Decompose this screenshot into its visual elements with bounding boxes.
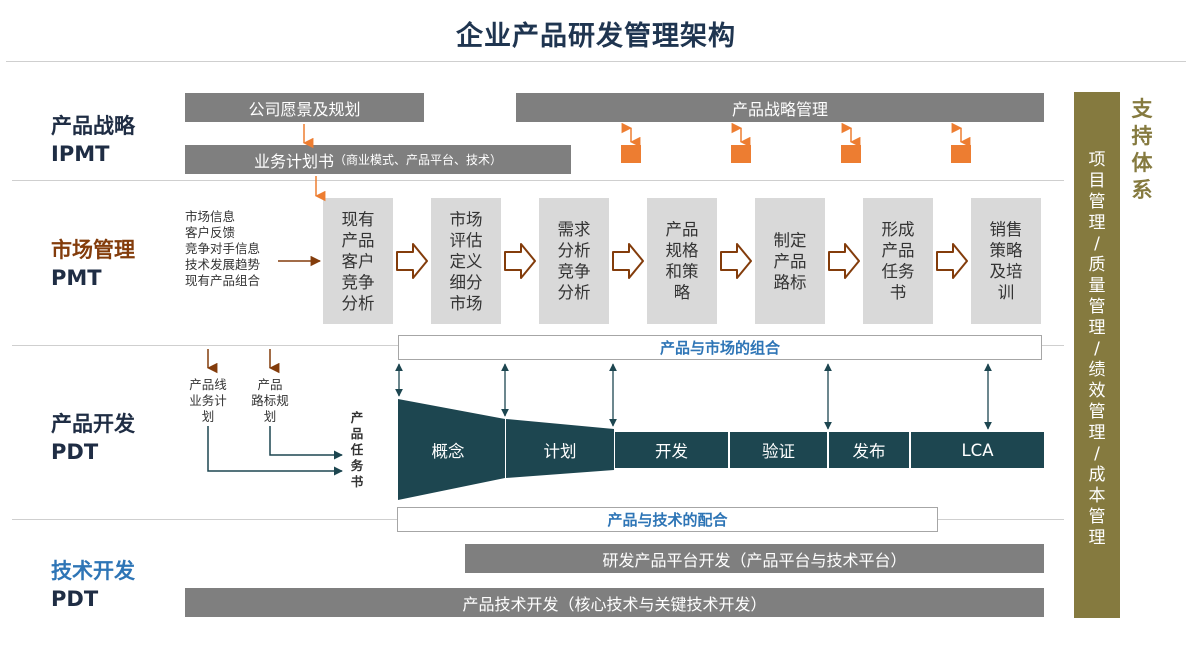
market-input-item: 客户反馈 <box>185 225 236 240</box>
section-label-pmt: 市场管理 PMT <box>51 236 135 292</box>
business-plan-sub: （商业模式、产品平台、技术） <box>334 153 503 167</box>
section-label-ipmt: 产品战略 IPMT <box>51 112 135 168</box>
product-line-plan: 产品线 业务计 划 <box>186 377 230 425</box>
section-divider <box>12 180 1064 181</box>
platform-dev-bar: 研发产品平台开发（产品平台与技术平台） <box>465 544 1044 573</box>
support-item: / <box>1094 234 1100 254</box>
market-input-item: 市场信息 <box>185 209 236 224</box>
support-item: / <box>1094 339 1100 359</box>
section-label-cn: 技术开发 <box>51 559 135 583</box>
text-line: 品 <box>350 426 364 441</box>
market-step-4: 产品规格和策略 <box>647 198 717 324</box>
section-label-en: PDT <box>51 587 99 611</box>
section-label-cn: 市场管理 <box>51 238 135 262</box>
text-line: 书 <box>350 474 364 489</box>
market-step-label: 产品规格和策略 <box>665 220 699 302</box>
phase-concept: 概念 <box>431 442 465 461</box>
product-market-combo: 产品与市场的组合 <box>398 335 1042 360</box>
support-item: 项目管理 <box>1088 150 1106 233</box>
business-plan-bar: 业务计划书（商业模式、产品平台、技术） <box>185 145 571 174</box>
roadmap-plan: 产品 路标规 划 <box>248 377 292 425</box>
market-step-label: 现有产品客户竞争分析 <box>341 209 375 313</box>
phase-plan-shape <box>506 419 614 478</box>
text-line: 产品 <box>257 377 283 392</box>
funnel-connector-arrows <box>395 363 992 430</box>
strategy-mgmt-bar: 产品战略管理 <box>516 93 1044 122</box>
market-input-item: 竞争对手信息 <box>185 241 261 256</box>
connector-product-line <box>207 426 343 476</box>
market-step-6: 形成产品任务书 <box>863 198 933 324</box>
section-label-cn: 产品开发 <box>51 412 135 436</box>
support-system-items: 项目管理 / 质量管理 / 绩效管理 / 成本管理 <box>1074 150 1120 549</box>
section-label-pdt: 产品开发 PDT <box>51 410 135 466</box>
orange-node <box>731 145 751 163</box>
core-tech-bar: 产品技术开发（核心技术与关键技术开发） <box>185 588 1044 617</box>
market-step-2: 市场评估定义细分市场 <box>431 198 501 324</box>
product-tech-combo: 产品与技术的配合 <box>397 507 938 532</box>
text-line: 产 <box>350 410 364 425</box>
support-system-bar <box>1074 92 1120 618</box>
market-step-label: 形成产品任务书 <box>881 220 915 302</box>
text-line: 务 <box>350 458 364 473</box>
phase-release: 发布 <box>852 442 886 461</box>
market-step-3: 需求分析竞争分析 <box>539 198 609 324</box>
phase-develop-shape <box>615 432 728 468</box>
market-input-item: 技术发展趋势 <box>185 257 261 272</box>
text-line: 划 <box>201 409 215 424</box>
section-label-en: PMT <box>51 266 102 290</box>
phase-verify-shape <box>730 432 827 468</box>
phase-concept-shape <box>398 399 505 500</box>
market-step-label: 需求分析竞争分析 <box>557 220 591 302</box>
vision-bar: 公司愿景及规划 <box>185 93 424 122</box>
market-input-item: 现有产品组合 <box>185 273 261 288</box>
text-line: 产品线 <box>189 377 227 392</box>
text-line: 划 <box>263 409 277 424</box>
support-system-label: 支持体系 <box>1131 97 1153 202</box>
text-line: 业务计 <box>189 393 227 408</box>
phase-lca: LCA <box>961 440 994 460</box>
business-plan-label: 业务计划书 <box>253 151 334 171</box>
phase-verify: 验证 <box>762 442 795 461</box>
strategy-bidirectional-arrows <box>621 122 971 148</box>
section-label-en: IPMT <box>51 142 110 166</box>
market-step-1: 现有产品客户竞争分析 <box>323 198 393 324</box>
orange-node <box>621 145 641 163</box>
support-item: 绩效管理 <box>1088 360 1106 443</box>
market-inputs-list: 市场信息 客户反馈 竞争对手信息 技术发展趋势 现有产品组合 <box>185 209 260 289</box>
text-line: 路标规 <box>251 393 289 408</box>
page-title: 企业产品研发管理架构 <box>456 21 736 52</box>
support-item: / <box>1094 444 1100 464</box>
text-line: 任 <box>350 442 364 457</box>
orange-node <box>841 145 861 163</box>
section-label-cn: 产品战略 <box>51 114 135 138</box>
market-step-7: 销售策略及培训 <box>971 198 1041 324</box>
phase-develop: 开发 <box>655 442 688 461</box>
connector-roadmap <box>269 426 343 460</box>
support-item: 成本管理 <box>1088 465 1106 548</box>
phase-plan: 计划 <box>543 442 577 461</box>
phase-lca-shape <box>911 432 1044 468</box>
orange-node <box>951 145 971 163</box>
market-step-label: 销售策略及培训 <box>989 220 1023 302</box>
title-divider <box>6 61 1186 62</box>
market-step-label: 市场评估定义细分市场 <box>449 209 483 313</box>
section-label-tech: 技术开发 PDT <box>51 557 135 613</box>
market-step-label: 制定产品路标 <box>773 230 807 292</box>
support-item: 质量管理 <box>1088 255 1106 338</box>
product-task-book: 产 品 任 务 书 <box>349 410 365 490</box>
phase-release-shape <box>829 432 909 468</box>
market-step-5: 制定产品路标 <box>755 198 825 324</box>
step-flow-arrows <box>396 243 968 279</box>
section-label-en: PDT <box>51 440 99 464</box>
